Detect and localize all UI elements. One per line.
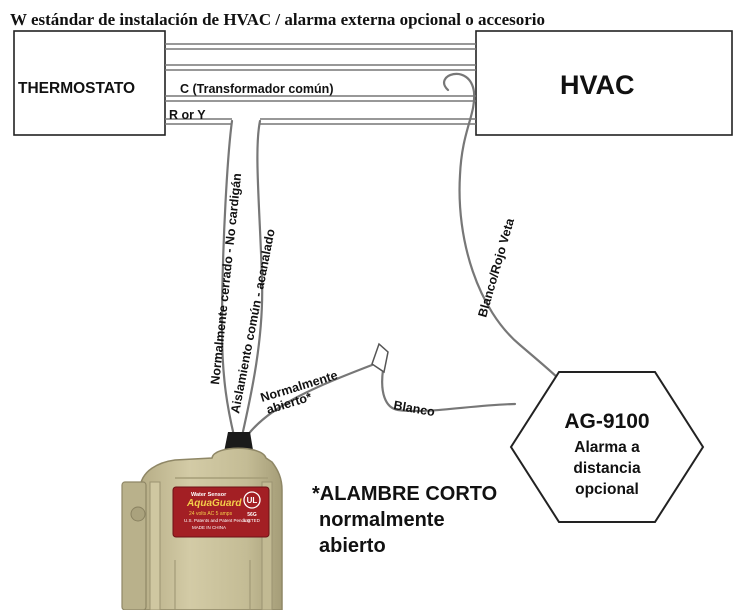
device-patent: U.S. Patents and Patent Pending [184,518,251,523]
thermostat-terminal-label: R or Y [169,108,206,122]
wire-nut-icon [371,342,389,374]
note-line-3: abierto [319,535,386,557]
ul-listed: LISTED [244,518,261,523]
alarm-model: AG-9100 [564,410,649,433]
device-origin: MADE IN CHINA [192,525,226,530]
common-wire-label: C (Transformador común) [180,82,334,96]
device-brand-small: Water Sensor [191,492,227,498]
diagram-title: W estándar de instalación de HVAC / alar… [10,10,545,29]
horizontal-wires [165,43,476,125]
white-red-wire-label: Blanco/Rojo Veta [475,216,517,319]
alarm-line-3: opcional [575,481,639,498]
device-rating: 24 volts AC 5 amps [189,511,233,517]
device-brand: AquaGuard [186,498,242,509]
note-line-1: *ALAMBRE CORTO [312,483,497,505]
ul-mark: UL [247,496,258,505]
hvac-box [475,30,733,136]
alarm-line-2: distancia [573,460,641,477]
alarm-line-1: Alarma a [574,439,640,456]
water-sensor-device: Water Sensor AquaGuard 24 volts AC 5 amp… [121,432,283,610]
note-line-2: normalmente [319,509,445,531]
device-badge [172,486,270,538]
alarm-hexagon [509,371,705,523]
hvac-label: HVAC [560,70,635,100]
ul-logo-icon [243,491,261,509]
white-wire-label: Blanco [392,398,436,419]
sensor-wires [220,72,562,438]
thermostat-label: THERMOSTATO [18,80,135,97]
ul-code: 56G [247,512,257,518]
thermostat-box [13,30,166,136]
